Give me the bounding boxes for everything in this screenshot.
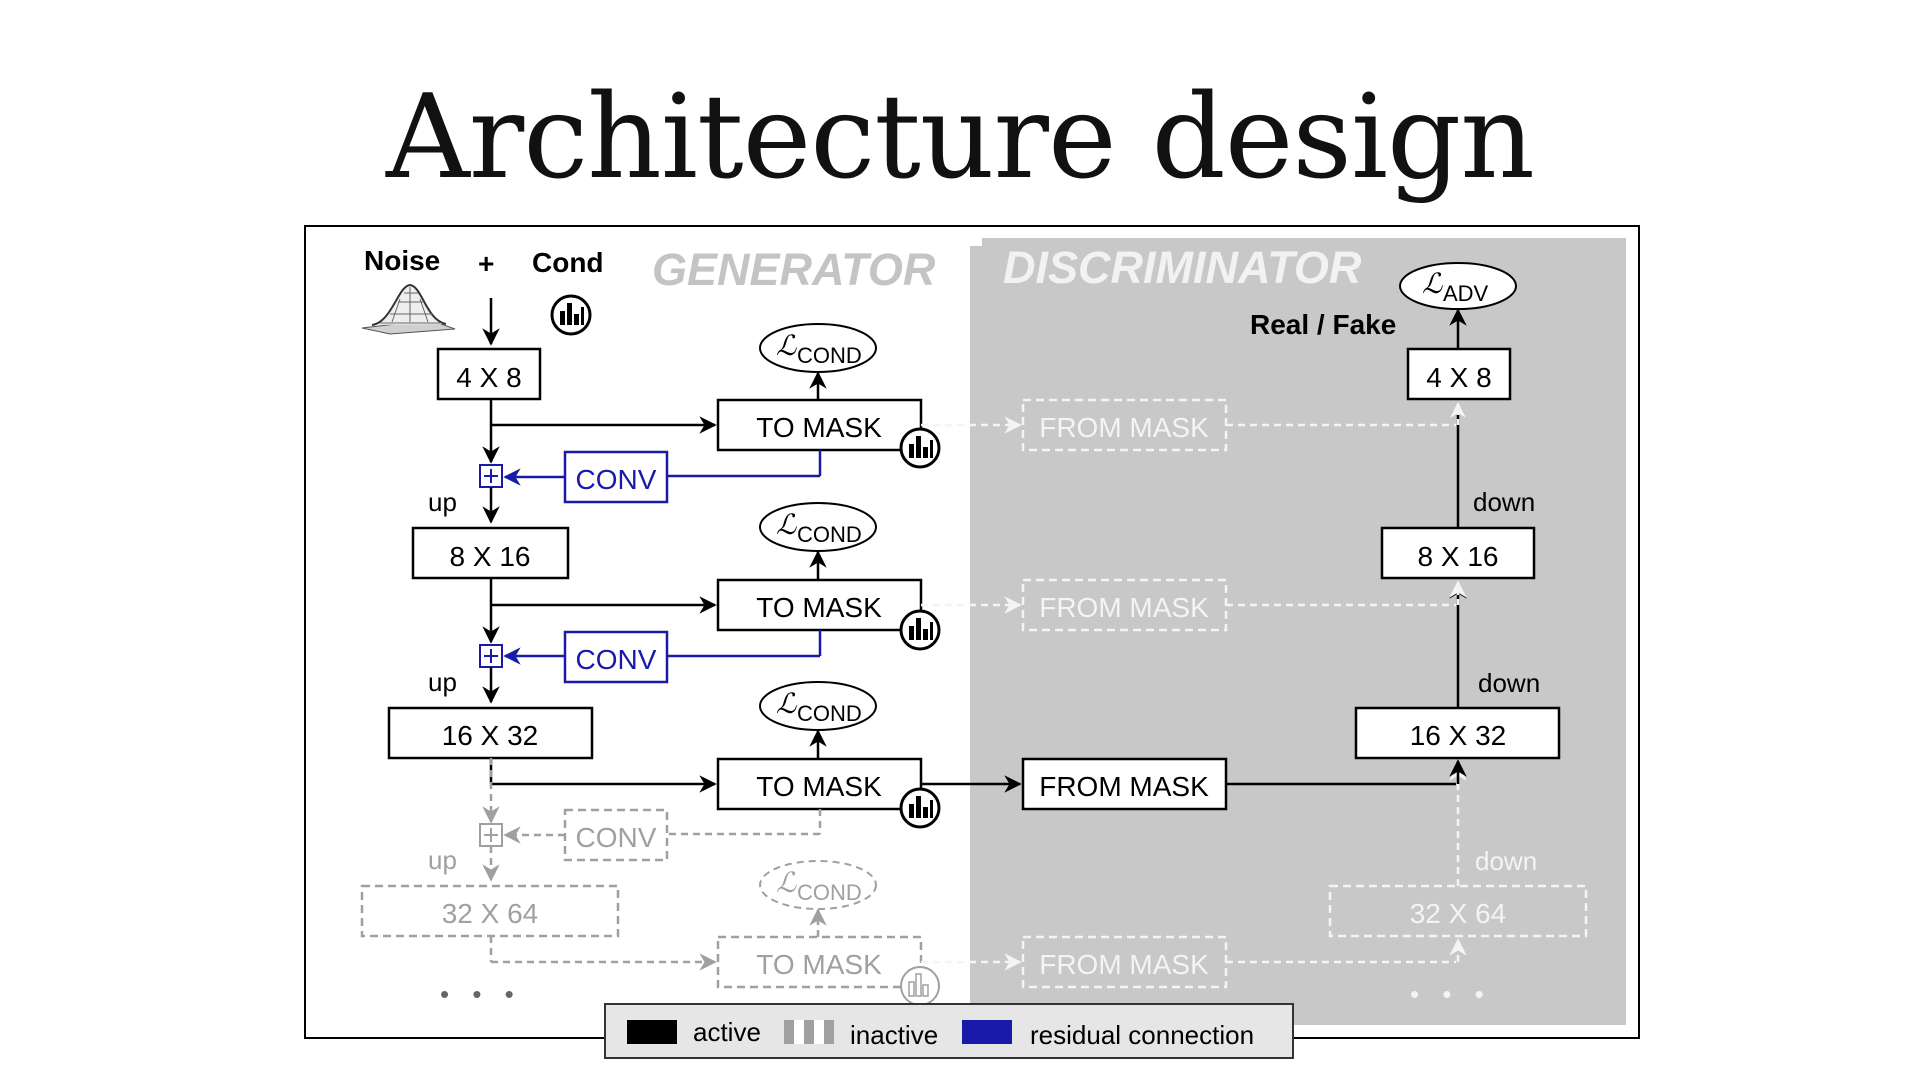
legend-residual-swatch [962,1020,1012,1044]
from-mask-label: FROM MASK [1039,592,1209,623]
loss-symbol: ℒ [776,509,797,540]
to-mask-block-inactive [716,935,923,989]
gen-block-label: 8 X 16 [450,541,531,572]
loss-symbol: ℒ [776,867,797,898]
disc-block-label: 4 X 8 [1426,362,1491,393]
loss-cond-ellipse-inactive [759,860,877,910]
plus-label: + [478,248,494,279]
loss-cond-ellipse [759,502,877,552]
gen-block-8x16 [411,526,570,580]
loss-adv-sub: ADV [1443,281,1489,306]
loss-symbol: ℒ [776,330,797,361]
disc-block-label: 8 X 16 [1418,541,1499,572]
disc-block-label: 32 X 64 [1410,898,1507,929]
gen-ellipsis: • • • [440,979,522,1009]
discriminator-panel [970,238,1626,1025]
loss-cond-sub: COND [797,522,862,547]
legend-residual-label: residual connection [1030,1020,1254,1050]
loss-cond-sub: COND [797,880,862,905]
disc-block-label: 16 X 32 [1410,720,1507,751]
cond-icon [899,787,941,829]
disc-ellipsis: • • • [1410,979,1492,1009]
conv-label: CONV [576,464,657,495]
loss-cond-sub: COND [797,343,862,368]
to-mask-block [716,578,923,632]
conv-block [563,630,669,684]
legend-inactive-swatch [784,1020,834,1044]
loss-cond-sub: COND [797,701,862,726]
gaussian-noise-icon [361,283,456,335]
cond-icon [900,966,940,1006]
gen-block-4x8 [436,347,542,401]
up-label: up [428,667,457,697]
page-title: Architecture design [385,70,1535,205]
cond-icon [899,609,941,651]
to-mask-label: TO MASK [756,412,882,443]
gen-block-label: 16 X 32 [442,720,539,751]
conv-block [563,450,669,504]
conv-label: CONV [576,644,657,675]
cond-icon [550,294,592,336]
loss-cond-ellipse [759,681,877,731]
to-mask-block [716,398,923,452]
down-label: down [1475,846,1537,876]
from-mask-label: FROM MASK [1039,771,1209,802]
discriminator-title: DISCRIMINATOR [1003,242,1362,293]
disc-block-8x16 [1380,526,1536,580]
cond-label: Cond [532,247,604,278]
legend-active-label: active [693,1017,761,1047]
gen-block-label: 4 X 8 [456,362,521,393]
generator-title: GENERATOR [652,244,936,295]
to-mask-label: TO MASK [756,949,882,980]
from-mask-label: FROM MASK [1039,412,1209,443]
loss-cond-ellipse [759,323,877,373]
loss-symbol: ℒ [1422,268,1443,299]
down-label: down [1473,487,1535,517]
to-mask-label: TO MASK [756,592,882,623]
legend-inactive-label: inactive [850,1020,938,1050]
conv-label: CONV [576,822,657,853]
cond-icon [899,427,941,469]
loss-symbol: ℒ [776,688,797,719]
from-mask-label: FROM MASK [1039,949,1209,980]
legend [604,1003,1294,1059]
disc-block-32x64 [1328,884,1588,938]
up-label: up [428,845,457,875]
real-fake-label: Real / Fake [1250,309,1396,340]
to-mask-label: TO MASK [756,771,882,802]
up-label: up [428,487,457,517]
loss-adv-ellipse [1399,262,1517,310]
disc-block-4x8 [1406,347,1512,401]
from-mask-block-active [1021,757,1228,811]
legend-active-swatch [627,1020,677,1044]
gen-block-label: 32 X 64 [442,898,539,929]
down-label: down [1478,668,1540,698]
noise-label: Noise [364,245,440,276]
